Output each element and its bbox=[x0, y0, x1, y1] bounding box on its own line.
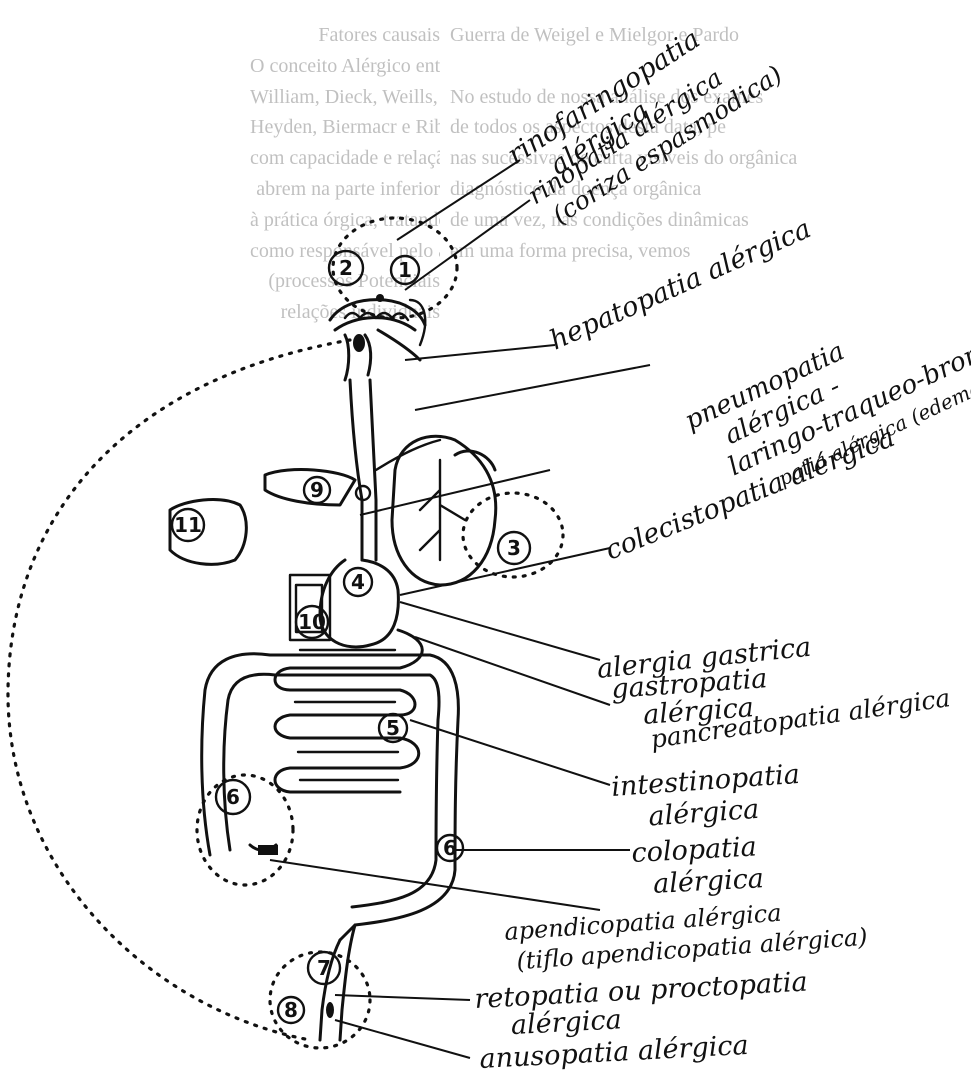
organ-number-label: 6 bbox=[443, 836, 457, 860]
leader-line-pancreatopatia bbox=[415, 637, 610, 705]
label-intestinopatia: intestinopatia alérgica bbox=[610, 758, 811, 835]
lung-drawing bbox=[392, 436, 496, 585]
label-hepatopatia: hepatopatia alérgica bbox=[545, 213, 815, 356]
leader-line-anusopatia bbox=[335, 1020, 470, 1058]
label-retopatia: retopatia ou proctopatia alérgica bbox=[474, 966, 819, 1043]
leader-line-retopatia bbox=[335, 995, 470, 1000]
organ-number-label: 2 bbox=[339, 256, 353, 280]
appendix-mark bbox=[258, 845, 278, 855]
leader-line-pneumopatia bbox=[415, 365, 650, 410]
label-apendicopatia: apendicopatia alérgica (tiflo apendicopa… bbox=[503, 893, 868, 976]
leader-line-hepatopatia bbox=[405, 345, 555, 360]
organ-number-label: 4 bbox=[351, 570, 365, 594]
organ-number-label: 9 bbox=[310, 478, 324, 502]
organ-number-label: 3 bbox=[507, 536, 521, 560]
dotted-circle-appendix bbox=[197, 775, 293, 885]
organ-number-label: 11 bbox=[174, 513, 202, 537]
leader-line-rinofaringopatia bbox=[397, 160, 520, 240]
organ-number-label: 6 bbox=[226, 785, 240, 809]
organ-number-label: 8 bbox=[284, 998, 298, 1022]
nasal-mark bbox=[376, 294, 384, 302]
organ-number-label: 1 bbox=[398, 258, 412, 282]
organ-number-label: 10 bbox=[298, 610, 326, 634]
handwritten-labels: rinofaringopatia alérgica rinopatia alér… bbox=[474, 19, 971, 1075]
leader-line-colecistopatia bbox=[400, 548, 610, 595]
anus-mark bbox=[326, 1002, 334, 1018]
organ-number-label: 7 bbox=[317, 956, 331, 980]
leader-line-alergia-gastrica bbox=[400, 602, 600, 660]
organ-number-label: 5 bbox=[386, 716, 400, 740]
leader-line-laringo bbox=[360, 470, 550, 515]
uvula-mark bbox=[353, 334, 365, 352]
nasal-cavity-drawing bbox=[330, 294, 425, 380]
leader-line-intestinopatia bbox=[410, 720, 610, 785]
label-colopatia: colopatia alérgica bbox=[631, 831, 768, 901]
leader-line-rinopatia bbox=[405, 200, 530, 290]
